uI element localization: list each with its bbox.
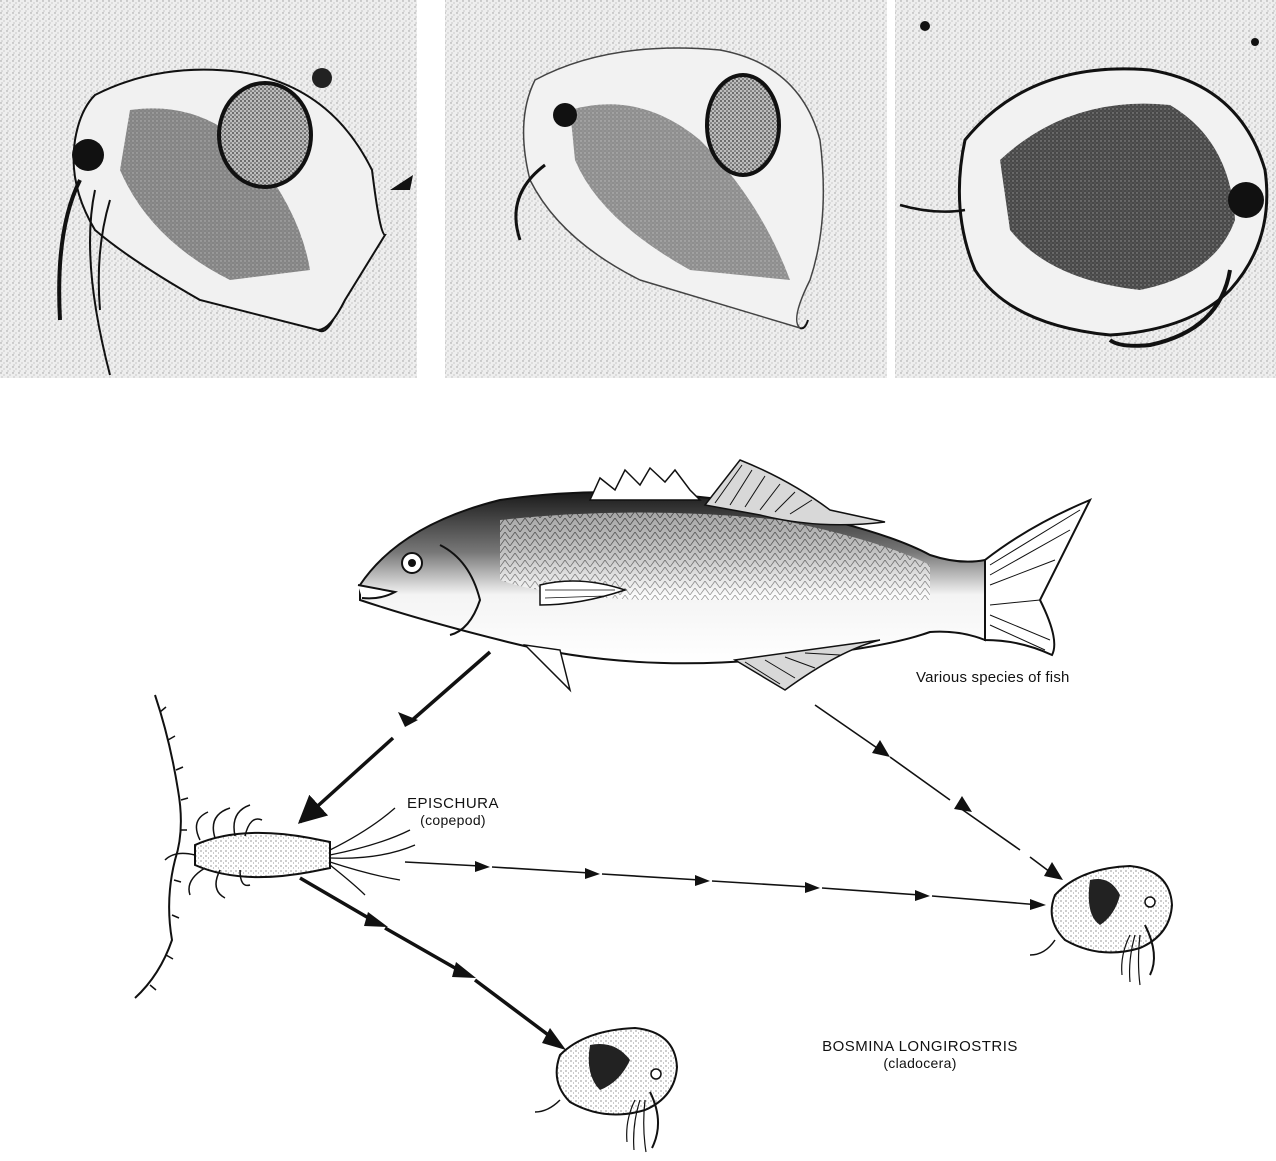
bosmina-group: (cladocera) bbox=[770, 1055, 1070, 1072]
arrow-fish-to-bosmina bbox=[815, 705, 1063, 880]
epischura-copepod-illustration bbox=[135, 695, 415, 998]
daphnia-photo-left bbox=[0, 0, 417, 378]
daphnia-photo-right bbox=[895, 0, 1276, 378]
daphnia-photo-middle bbox=[445, 0, 887, 378]
bosmina-label: BOSMINA LONGIROSTRIS (cladocera) bbox=[770, 1038, 1070, 1072]
epischura-label: EPISCHURA (copepod) bbox=[398, 795, 508, 829]
fish-illustration bbox=[358, 460, 1090, 690]
bosmina-illustration-right bbox=[1030, 866, 1172, 985]
arrow-epischura-to-bosmina-heavy bbox=[300, 878, 566, 1050]
epischura-name: EPISCHURA bbox=[398, 795, 508, 812]
epischura-group: (copepod) bbox=[398, 812, 508, 829]
arrow-epischura-to-bosmina-horizontal bbox=[405, 861, 1046, 910]
fish-label: Various species of fish bbox=[916, 669, 1070, 686]
fish-label-text: Various species of fish bbox=[916, 669, 1070, 686]
bosmina-name: BOSMINA LONGIROSTRIS bbox=[770, 1038, 1070, 1055]
